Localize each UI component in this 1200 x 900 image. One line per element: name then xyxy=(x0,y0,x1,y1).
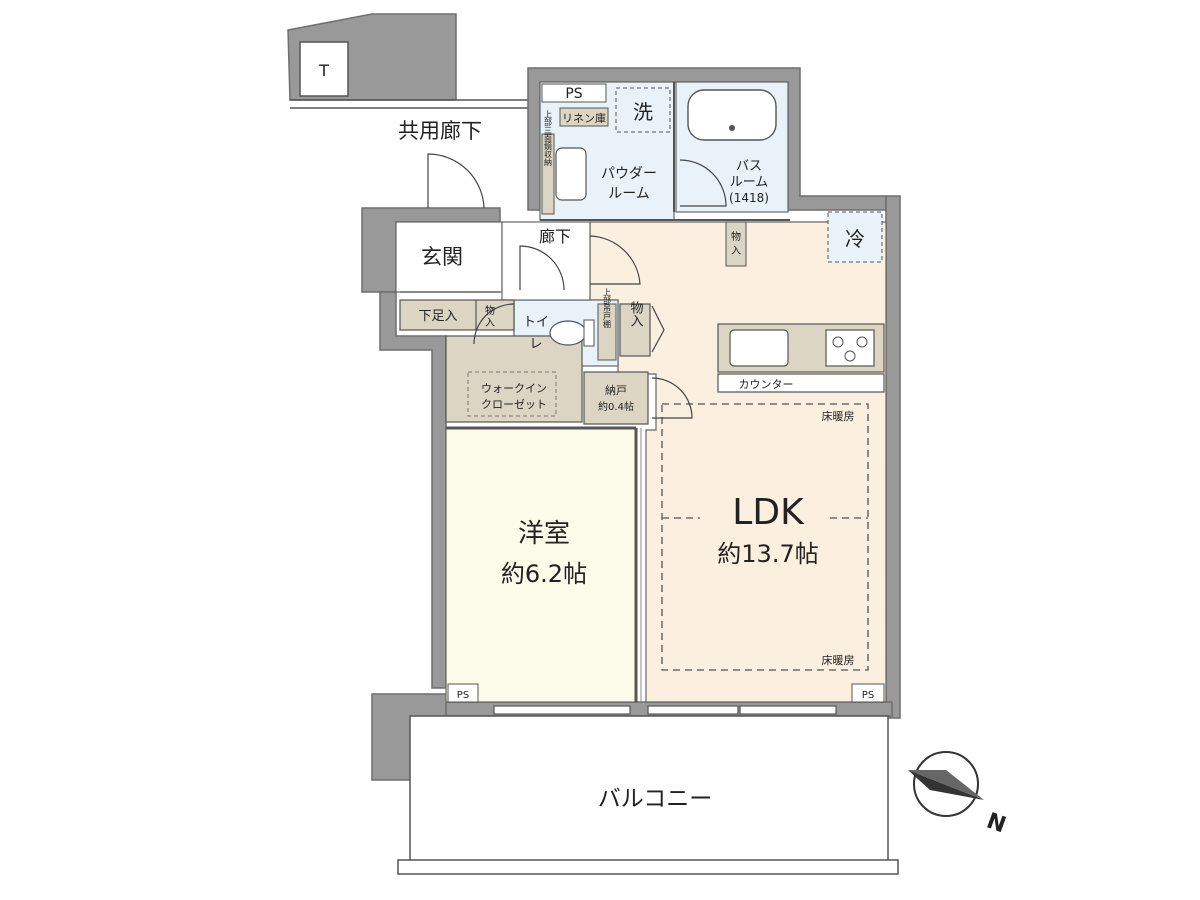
walk-in-closet xyxy=(445,335,583,423)
linen-label: リネン庫 xyxy=(562,111,606,125)
upper-cabinet-toilet xyxy=(597,303,617,361)
shoe-box xyxy=(399,299,515,331)
walk-in-label-1: ウォークイン xyxy=(481,382,547,395)
vanity-sink xyxy=(555,147,587,201)
powder-room-label-1: パウダー xyxy=(601,166,657,182)
fridge-space xyxy=(827,211,883,263)
north-label: N xyxy=(983,809,1009,839)
balcony: バルコニー xyxy=(397,715,899,875)
entrance-label: 玄関 xyxy=(421,245,463,269)
ps-bottom-left xyxy=(447,683,479,703)
fixtures xyxy=(447,83,885,703)
powder-room-label-2: ルーム xyxy=(608,186,650,202)
western-size-label: 約6.2帖 xyxy=(501,560,587,588)
entrance-floor xyxy=(395,221,503,293)
storage-entrance-label-1: 物 xyxy=(485,304,495,317)
hallway-label: 廊下 xyxy=(539,227,571,246)
storage-entrance-label-2: 入 xyxy=(485,318,495,329)
balcony-label: バルコニー xyxy=(598,786,713,812)
ps-left-bottom-label: PS xyxy=(457,690,469,701)
common-corridor-label: 共用廊下 xyxy=(398,119,482,143)
entrance-door xyxy=(427,153,485,209)
ldk-size-label: 約13.7帖 xyxy=(717,540,818,568)
upper-cabinet-toilet-label: 上部吊戸棚 xyxy=(603,288,612,329)
common-area: T 共用廊下 xyxy=(287,13,528,143)
bath-door xyxy=(679,159,727,207)
closet-nando xyxy=(583,371,649,425)
laundry-label: 洗 xyxy=(633,100,653,124)
bar-counter xyxy=(717,373,885,393)
counter-label: カウンター xyxy=(739,378,794,391)
toilet-bowl xyxy=(549,320,587,346)
storage-toilet-label: 物入 xyxy=(628,301,644,327)
upper-vanity-label: 上部三面鏡収納 xyxy=(544,110,553,167)
hallway-door xyxy=(519,245,565,291)
linen-storage xyxy=(559,107,609,127)
toilet-label-2: レ xyxy=(529,337,542,352)
ps-right-bottom-label: PS xyxy=(862,690,874,701)
upper-vanity-storage xyxy=(541,133,555,215)
cooktop xyxy=(825,329,875,367)
storage-door xyxy=(651,305,665,353)
t-box-label: T xyxy=(318,61,329,80)
ps-top-label: PS xyxy=(565,86,582,102)
window-ldk-2 xyxy=(739,705,837,715)
room-labels: PS リネン庫 洗 パウダー ルーム バス ルーム (1418) 上部三面鏡収納… xyxy=(418,86,874,701)
floor-heating-top-label: 床暖房 xyxy=(822,409,855,423)
ldk-name-label: LDK xyxy=(732,492,805,533)
ldk-door xyxy=(589,235,641,285)
floor-heating-area xyxy=(661,403,869,671)
toilet-label-1: トイ xyxy=(523,315,549,330)
shoe-box-label: 下足入 xyxy=(418,309,457,324)
ps-top xyxy=(541,83,607,103)
window-western xyxy=(493,705,631,715)
storage-areas xyxy=(399,107,747,425)
toilet-door xyxy=(473,303,515,345)
laundry-space xyxy=(615,87,671,133)
storage-hall-label-2: 入 xyxy=(731,246,741,257)
kitchen-sink xyxy=(729,329,789,367)
bathtub xyxy=(687,89,777,141)
fridge-label: 冷 xyxy=(845,227,865,251)
window-ldk-1 xyxy=(647,705,739,715)
closet-label-2: 約0.4帖 xyxy=(598,400,634,413)
closet-door xyxy=(651,377,693,419)
bathroom-label-2: ルーム xyxy=(730,175,769,190)
western-room-floor xyxy=(445,427,637,703)
storage-hall xyxy=(725,221,747,267)
walk-in-label-2: クローゼット xyxy=(481,398,547,411)
storage-toilet xyxy=(619,303,651,357)
floor-heating-bottom-label: 床暖房 xyxy=(822,653,855,667)
ps-bottom-right xyxy=(851,683,885,703)
partitions xyxy=(446,82,790,702)
bathroom-size-label: (1418) xyxy=(729,191,769,205)
doors xyxy=(400,153,727,419)
bathroom-label-1: バス xyxy=(736,159,762,174)
closet-label-1: 納戸 xyxy=(605,384,627,397)
storage-hall-label-1: 物 xyxy=(731,230,741,243)
north-compass: N xyxy=(908,751,1009,839)
western-name-label: 洋室 xyxy=(518,519,570,549)
hallway-floor xyxy=(501,221,591,301)
